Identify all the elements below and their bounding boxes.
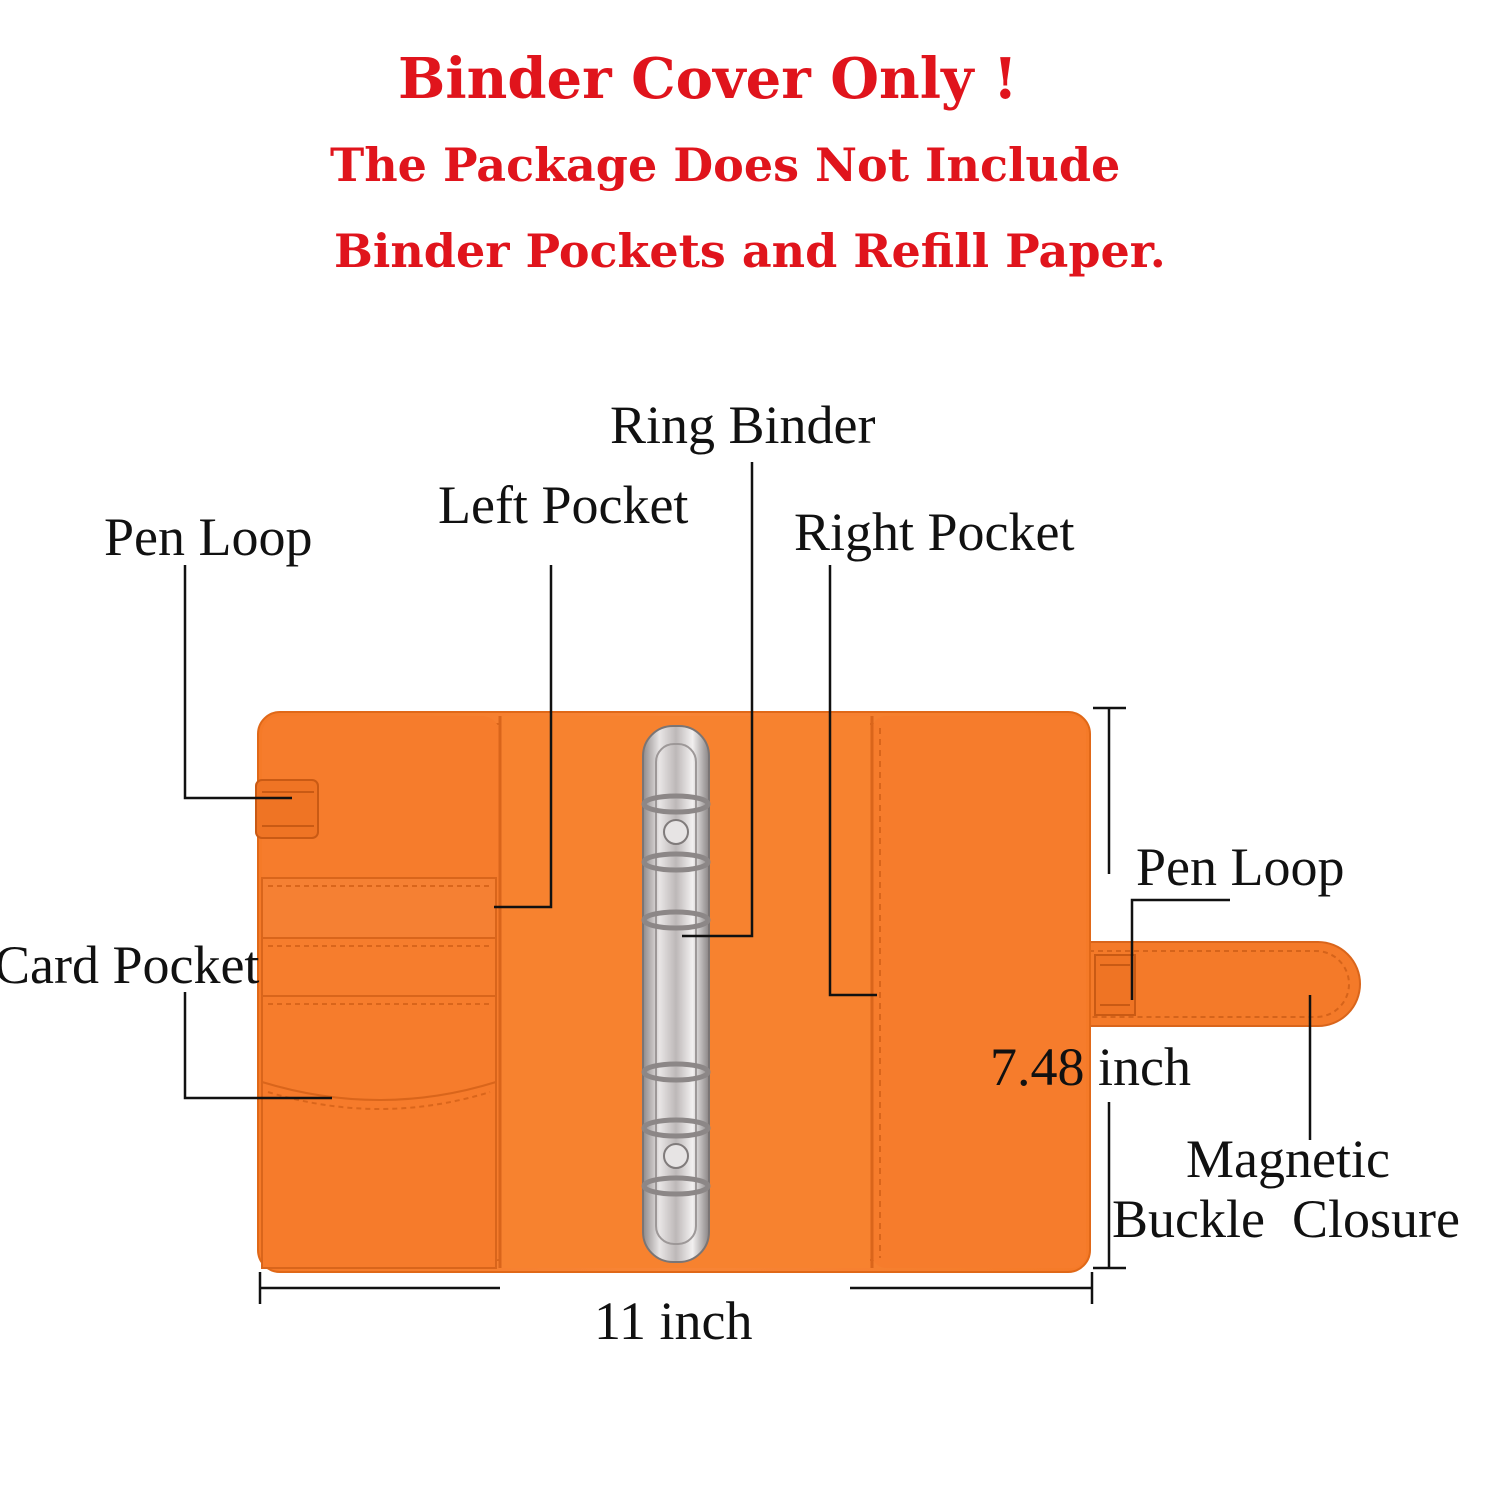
callout-lines [183,462,1312,1304]
notice-line-3: Binder Pockets and Refill Paper. [334,224,1166,278]
pen-loop-left-shape [255,779,319,839]
label-card-pocket: Card Pocket [0,935,260,995]
label-left-pocket: Left Pocket [438,475,689,535]
label-pen-loop-right: Pen Loop [1136,837,1345,897]
label-pen-loop-left: Pen Loop [104,507,313,567]
label-ring-binder: Ring Binder [610,395,876,455]
label-right-pocket: Right Pocket [794,502,1075,562]
magnetic-strap [1074,941,1361,1027]
label-width-dimension: 11 inch [594,1291,753,1351]
label-magnetic: Magnetic [1186,1129,1390,1189]
ring-mechanism [641,725,711,1263]
notice-line-2: The Package Does Not Include [330,138,1121,192]
card-pockets [261,877,497,1269]
label-height-dimension: 7.48 inch [990,1037,1191,1097]
label-buckle-closure: Buckle Closure [1112,1189,1460,1249]
notice-title: Binder Cover Only ! [398,46,1018,112]
